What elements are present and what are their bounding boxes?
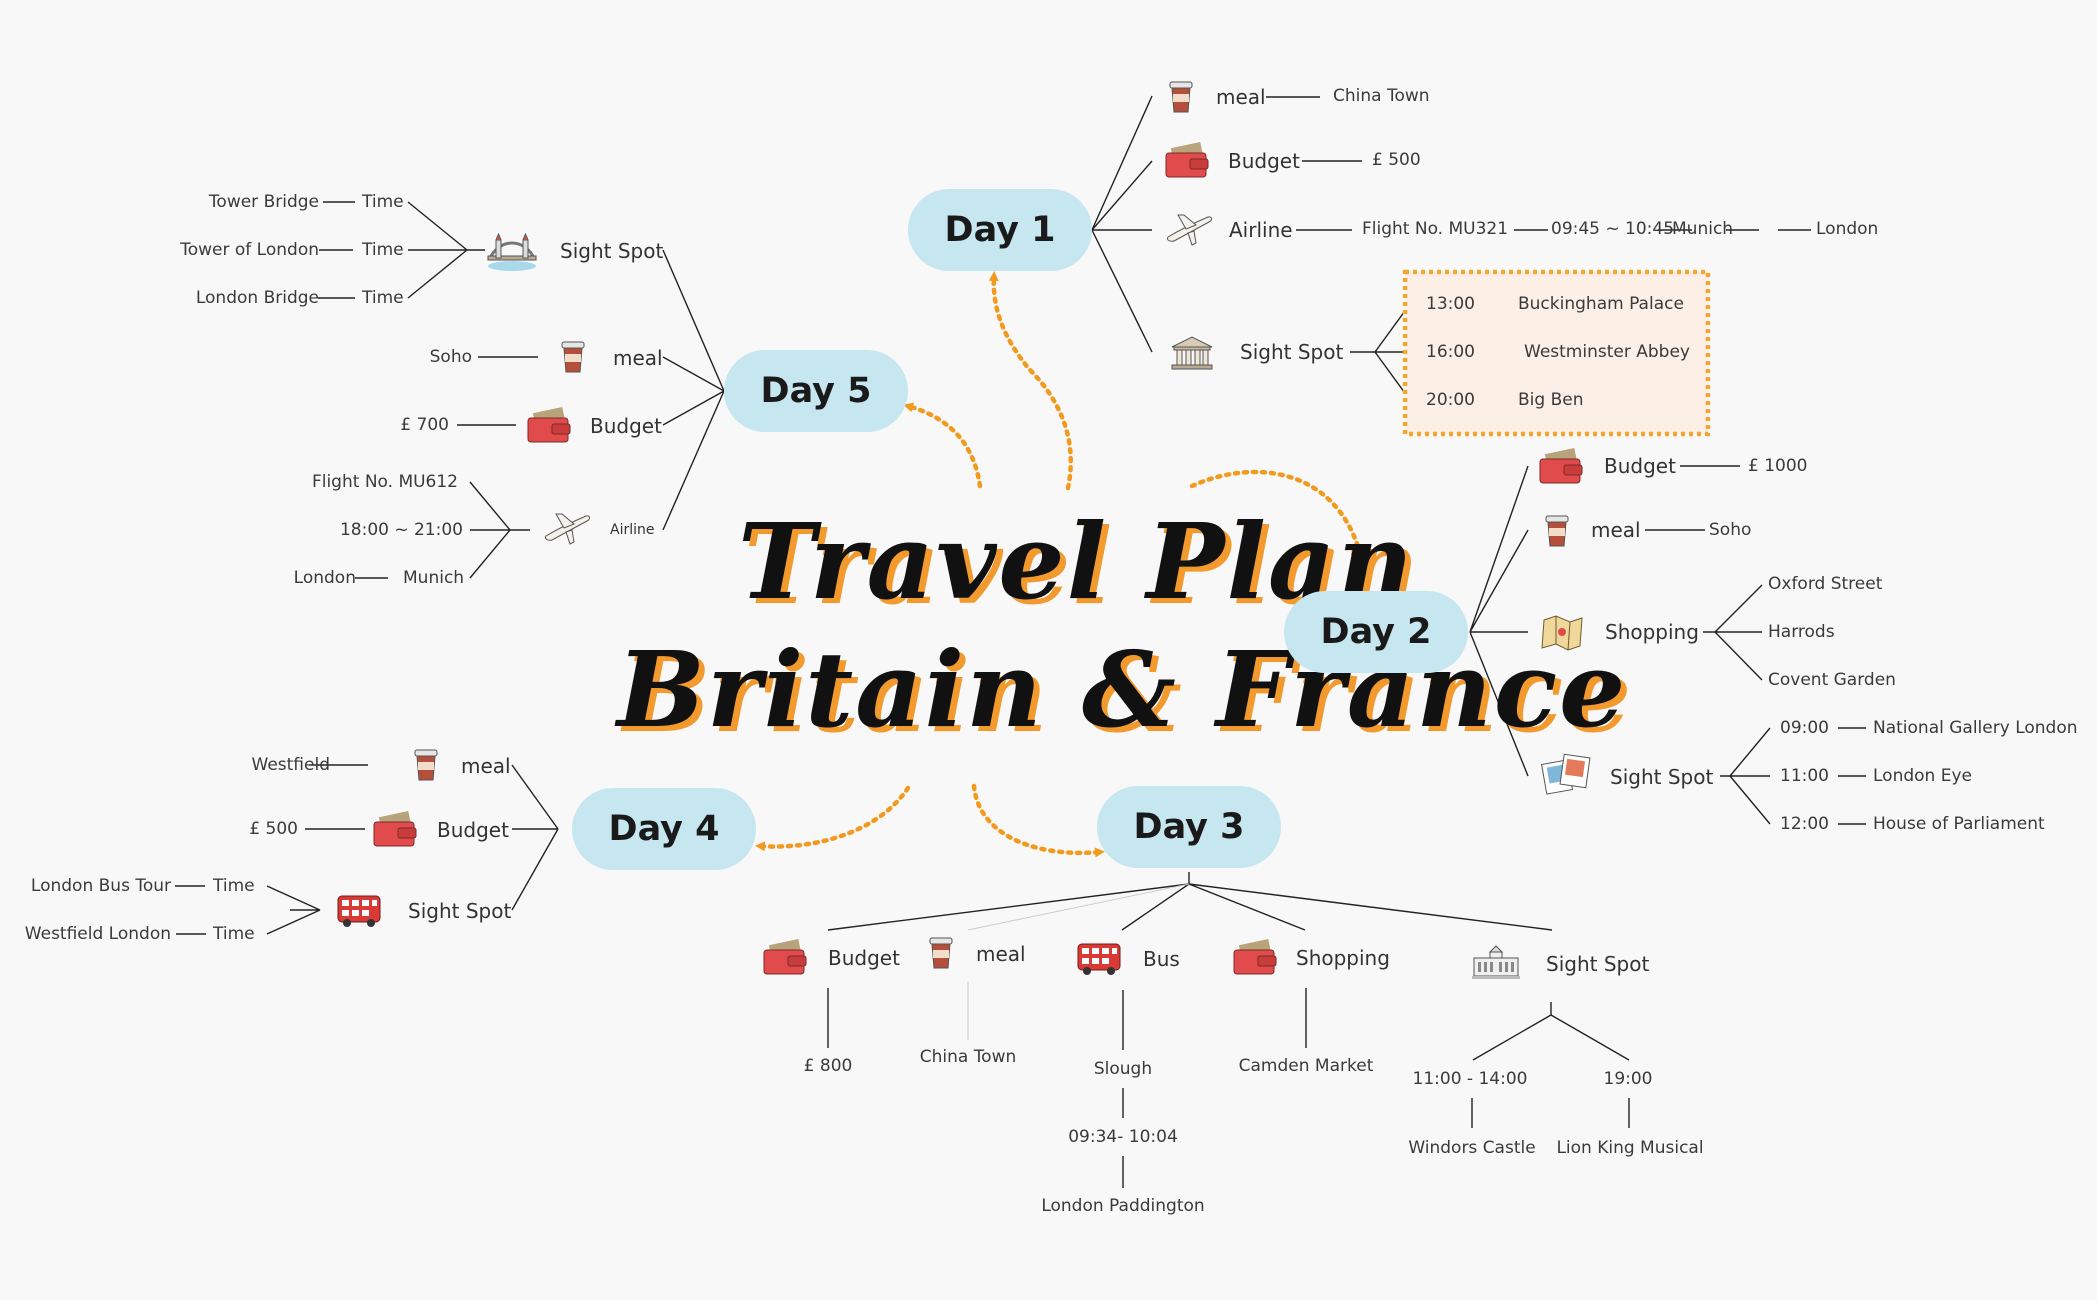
coffee-cup-icon — [414, 749, 438, 781]
day2-sight-time-3: 12:00 — [1780, 814, 1829, 834]
day4-budget-label: Budget — [437, 818, 509, 842]
day4-meal-label: meal — [461, 754, 511, 778]
day5-budget-value: £ 700 — [400, 415, 449, 435]
day4-sight-label: Sight Spot — [408, 899, 512, 923]
day5-sight-place-1: Tower Bridge — [208, 192, 319, 212]
museum-icon — [1171, 336, 1213, 370]
day3-sight-time-2: 19:00 — [1603, 1069, 1653, 1089]
map-icon — [1541, 615, 1583, 651]
day2-sight-label: Sight Spot — [1610, 765, 1714, 789]
day-2-node[interactable]: Day 2 — [1284, 591, 1468, 673]
day3-sight-place-2: Lion King Musical — [1556, 1138, 1704, 1158]
bus-icon — [1077, 943, 1121, 975]
day2-sight-place-1: National Gallery London — [1873, 718, 2078, 738]
palace-icon — [1472, 945, 1520, 979]
wallet-icon — [763, 939, 807, 975]
day5-meal-value: Soho — [429, 347, 472, 367]
airplane-icon — [545, 513, 590, 545]
day5-meal-label: meal — [613, 346, 663, 370]
day5-time: 18:00 ~ 21:00 — [339, 520, 463, 540]
day1-from: Munich — [1672, 219, 1734, 239]
wallet-icon — [1539, 448, 1583, 484]
day5-sight-time-2: Time — [362, 240, 404, 260]
day1-sight-time-1: 13:00 — [1426, 294, 1475, 314]
day2-shopping-item-1: Oxford Street — [1768, 574, 1883, 594]
day2-meal-label: meal — [1591, 518, 1641, 542]
day1-budget-label: Budget — [1228, 149, 1300, 173]
day1-sight-place-2: Westminster Abbey — [1524, 342, 1690, 362]
wallet-icon — [1165, 142, 1209, 178]
day3-shopping-value: Camden Market — [1238, 1056, 1374, 1076]
day1-meal-label: meal — [1216, 85, 1266, 109]
day1-meal-value: China Town — [1333, 86, 1430, 106]
day5-sight-time-3: Time — [362, 288, 404, 308]
day3-sight-place-1: Windors Castle — [1408, 1138, 1536, 1158]
day-3-node[interactable]: Day 3 — [1097, 786, 1281, 868]
day4-sight-time-2: Time — [213, 924, 255, 944]
day3-meal-label: meal — [976, 942, 1026, 966]
day5-flight: Flight No. MU612 — [311, 472, 458, 492]
day4-meal-value: Westfield — [251, 755, 330, 775]
day2-shopping-item-2: Harrods — [1768, 622, 1835, 642]
day5-airline-label: Airline — [610, 522, 655, 538]
day1-flight: Flight No. MU321 — [1362, 219, 1509, 239]
day4-budget-value: £ 500 — [249, 819, 298, 839]
day5-sight-place-2: Tower of London — [180, 240, 319, 260]
day3-sight-time-1: 11:00 - 14:00 — [1412, 1069, 1528, 1089]
day3-sight-label: Sight Spot — [1546, 952, 1650, 976]
day3-shopping-label: Shopping — [1296, 946, 1390, 970]
wallet-icon — [373, 811, 417, 847]
day3-bus-to: London Paddington — [1041, 1196, 1205, 1216]
day5-sight-place-3: London Bridge — [195, 288, 319, 308]
day-4-node[interactable]: Day 4 — [572, 788, 756, 870]
day4-sight-place-1: London Bus Tour — [30, 876, 171, 896]
day2-sight-place-2: London Eye — [1873, 766, 1972, 786]
day4-sight-place-2: Westfield London — [24, 924, 171, 944]
day2-shopping-label: Shopping — [1605, 620, 1699, 644]
day3-budget-label: Budget — [828, 946, 900, 970]
coffee-cup-icon — [1169, 81, 1193, 113]
wallet-icon — [527, 407, 571, 443]
day3-bus-label: Bus — [1143, 947, 1180, 971]
day3-meal-value: China Town — [919, 1047, 1017, 1067]
day-1-node[interactable]: Day 1 — [908, 189, 1092, 271]
day1-sight-time-2: 16:00 — [1426, 342, 1475, 362]
wallet-icon — [1233, 939, 1277, 975]
day1-budget-value: £ 500 — [1372, 150, 1421, 170]
day5-from: London — [293, 568, 356, 588]
bridge-icon — [487, 232, 537, 271]
day5-sight-time-1: Time — [362, 192, 404, 212]
coffee-cup-icon — [561, 341, 585, 373]
day1-time: 09:45 ~ 10:45 — [1551, 219, 1675, 239]
day1-sight-place-3: Big Ben — [1518, 390, 1584, 410]
day2-meal-value: Soho — [1709, 520, 1752, 540]
day5-sight-label: Sight Spot — [560, 239, 664, 263]
airplane-icon — [1167, 214, 1212, 246]
day2-budget-value: £ 1000 — [1748, 456, 1808, 476]
day2-budget-label: Budget — [1604, 454, 1676, 478]
bus-icon — [337, 895, 381, 927]
day1-sight-place-1: Buckingham Palace — [1518, 294, 1684, 314]
photos-icon — [1541, 753, 1591, 795]
coffee-cup-icon — [929, 937, 953, 969]
day3-bus-time: 09:34- 10:04 — [1068, 1127, 1178, 1147]
coffee-cup-icon — [1545, 515, 1569, 547]
day5-to: Munich — [403, 568, 465, 588]
day1-sight-label: Sight Spot — [1240, 340, 1344, 364]
highlight-box — [1402, 269, 1711, 437]
day2-sight-time-1: 09:00 — [1780, 718, 1829, 738]
day4-sight-time-1: Time — [213, 876, 255, 896]
day3-bus-from: Slough — [1093, 1059, 1153, 1079]
day2-shopping-item-3: Covent Garden — [1768, 670, 1896, 690]
day2-sight-time-2: 11:00 — [1780, 766, 1829, 786]
day3-budget-value: £ 800 — [803, 1056, 853, 1076]
day-5-node[interactable]: Day 5 — [724, 350, 908, 432]
day1-to: London — [1816, 219, 1879, 239]
day1-airline-label: Airline — [1229, 218, 1293, 242]
day2-sight-place-3: House of Parliament — [1873, 814, 2045, 834]
day5-budget-label: Budget — [590, 414, 662, 438]
day1-sight-time-3: 20:00 — [1426, 390, 1475, 410]
